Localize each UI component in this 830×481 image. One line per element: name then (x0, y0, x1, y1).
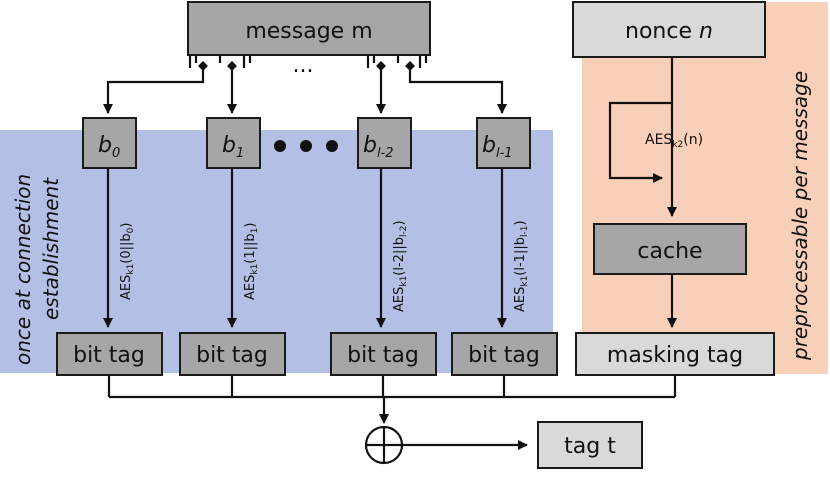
xor-icon (364, 425, 404, 465)
per-message-region (582, 2, 828, 374)
svg-text:cache: cache (637, 239, 702, 264)
aes-label-bl2: AESk1(l-2||bl-2) (392, 220, 409, 312)
connection-region-label-line2: establishment (39, 177, 63, 320)
nonce-box: nonce n (572, 1, 766, 58)
svg-text:b1: b1 (222, 133, 244, 161)
aes-label-b1: AESk1(1||b1) (243, 223, 260, 300)
block-b1: b1 (206, 117, 261, 169)
masking-tag-box: masking tag (575, 332, 775, 376)
svg-text:masking tag: masking tag (607, 343, 743, 368)
bit-tag-l1: bit tag (451, 332, 558, 376)
block-to-bittag-arrows (103, 168, 507, 328)
message-region-label: preprocessable per message (788, 71, 812, 361)
aes-label-b0: AESk1(0||b0) (119, 223, 136, 300)
svg-text:b0: b0 (98, 133, 120, 161)
block-dots (274, 140, 338, 152)
combine-lines (107, 375, 677, 424)
svg-text:bit tag: bit tag (347, 343, 419, 368)
connection-region-label-line1: once at connection (11, 174, 35, 365)
svg-text:bit tag: bit tag (73, 343, 145, 368)
svg-text:bit tag: bit tag (196, 343, 268, 368)
message-to-block-arrows (103, 70, 507, 114)
svg-text:bit tag: bit tag (468, 343, 540, 368)
tag-box: tag t (537, 421, 643, 469)
svg-text:bl-1: bl-1 (482, 133, 513, 161)
block-b0: b0 (82, 117, 137, 169)
block-bl2: bl-2 (357, 117, 412, 169)
bit-tag-1: bit tag (179, 332, 286, 376)
bit-tag-0: bit tag (56, 332, 163, 376)
nonce-label: nonce n (625, 19, 713, 44)
block-bl1: bl-1 (476, 117, 531, 169)
message-bit-ticks (188, 55, 428, 71)
nonce-aes-label: AESk2(n) (645, 132, 703, 150)
message-box: message m (187, 1, 431, 56)
bit-tag-l2: bit tag (330, 332, 437, 376)
svg-text:tag t: tag t (564, 434, 616, 459)
nonce-aes-loop (608, 57, 677, 217)
message-ellipsis: ... (293, 53, 314, 78)
message-label: message m (245, 19, 372, 44)
aes-label-bl1: AESk1(l-1||bl-1) (513, 220, 530, 312)
svg-text:bl-2: bl-2 (363, 133, 394, 161)
cache-box: cache (593, 223, 747, 275)
